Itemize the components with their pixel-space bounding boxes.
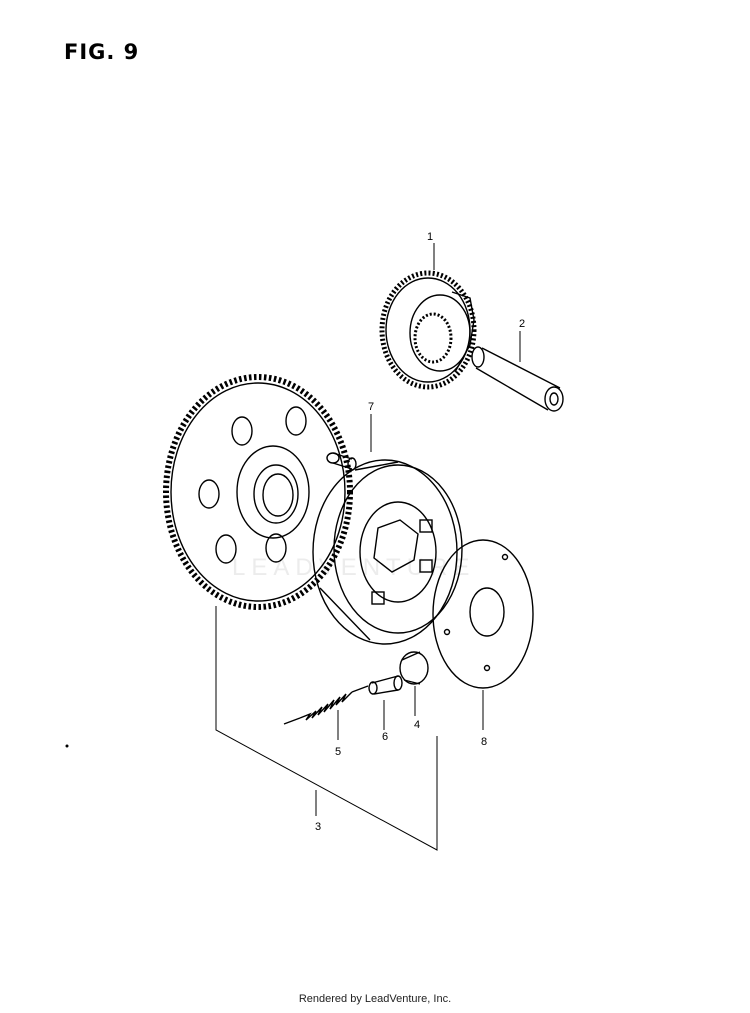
watermark-text: LEADVENTURE [232, 554, 476, 581]
callout-7: 7 [368, 401, 374, 413]
starter-clutch-body [312, 459, 463, 645]
callout-1: 1 [427, 231, 433, 243]
part-5-spring [283, 685, 369, 725]
callout-2: 2 [519, 318, 525, 330]
leader-lines [215, 243, 521, 851]
part-8-washer [432, 539, 534, 689]
part-3-driven-gear [163, 374, 353, 610]
callout-4: 4 [414, 719, 420, 731]
callout-8: 8 [481, 736, 487, 748]
part-4-roller [399, 651, 429, 685]
callout-5: 5 [335, 746, 341, 758]
figure-title: FIG. 9 [64, 40, 140, 64]
callout-6: 6 [382, 731, 388, 743]
stray-dot [65, 744, 69, 748]
part-1-idle-gear [379, 270, 477, 390]
part-6-plunger [368, 675, 403, 695]
part-2-shaft [471, 346, 564, 412]
callout-3: 3 [315, 821, 321, 833]
part-7-bolt [326, 452, 357, 471]
footer-credit: Rendered by LeadVenture, Inc. [298, 993, 452, 1005]
